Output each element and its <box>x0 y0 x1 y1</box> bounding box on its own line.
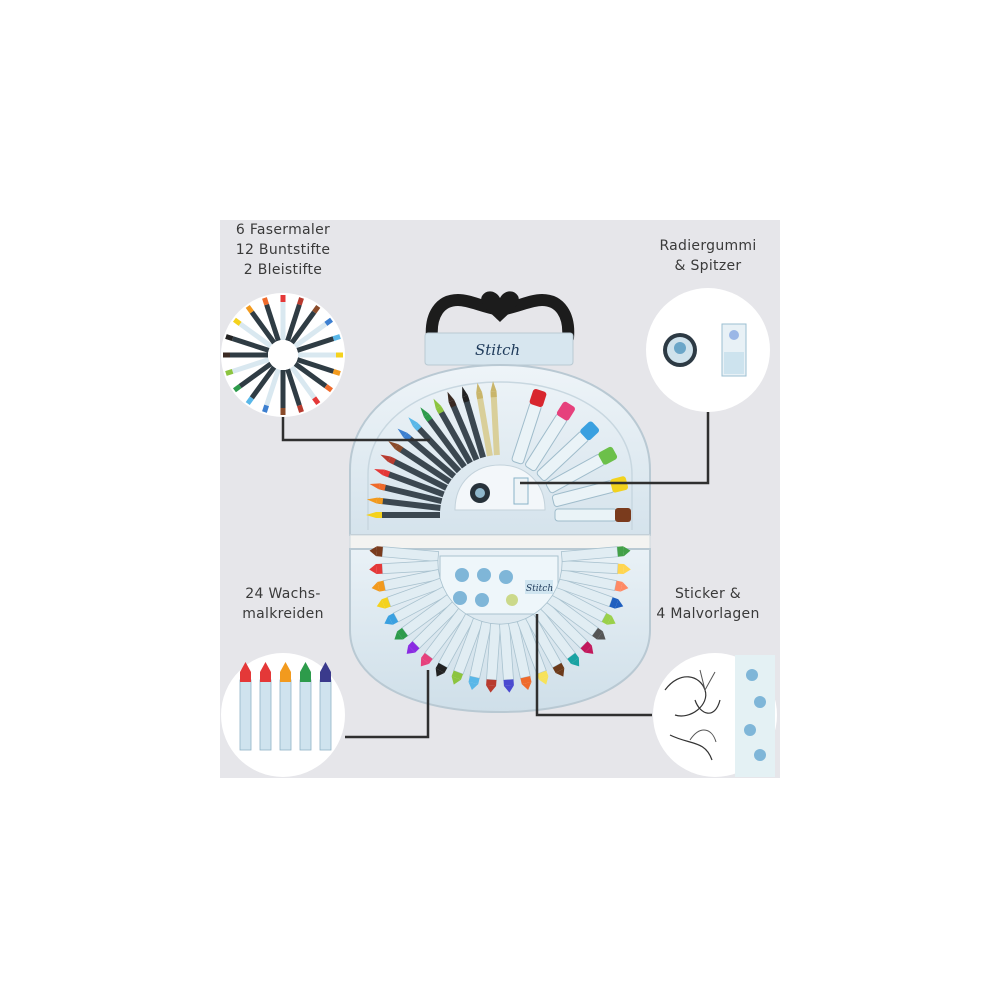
crayon-mini <box>299 679 312 751</box>
crayons-label-line: 24 Wachs- <box>245 586 321 602</box>
pen-mini <box>225 357 270 376</box>
pen-mini <box>298 352 343 358</box>
brand-label: Stitch <box>475 341 520 359</box>
wax-crayon <box>499 623 514 693</box>
pencils-fan <box>366 381 500 518</box>
pens-label-line: 2 Bleistifte <box>243 262 323 278</box>
sticker-sheet: Stitch <box>439 555 559 615</box>
pen-mini <box>245 304 277 345</box>
felt-marker <box>525 401 575 472</box>
crayons-row <box>369 546 631 693</box>
pen-mini <box>280 370 286 415</box>
connector-crayons <box>345 670 430 739</box>
upper-tray <box>367 381 633 530</box>
colored-pencil <box>369 483 443 505</box>
pencil-graphite <box>490 381 500 456</box>
pen-mini <box>232 361 273 393</box>
wax-crayon <box>559 569 629 592</box>
wax-crayon <box>532 607 580 667</box>
pen-mini <box>289 365 321 406</box>
eraser-icon <box>513 477 529 505</box>
wax-crayon <box>394 594 454 640</box>
pen-mini <box>285 368 304 413</box>
crayon-mini <box>279 679 292 751</box>
pen-mini <box>293 361 334 393</box>
wax-crayon <box>540 601 594 654</box>
stickers-label: Sticker & 4 Malvorlagen <box>633 584 783 624</box>
colored-pencil <box>420 407 467 469</box>
pen-mini <box>296 357 341 376</box>
wax-crayon <box>406 601 460 654</box>
pens-detail-circle <box>221 293 345 417</box>
heart-icon <box>481 291 519 322</box>
pen-mini <box>262 368 281 413</box>
pens-label: 6 Fasermaler 12 Buntstifte 2 Bleistifte <box>208 220 358 280</box>
eraser-detail-circle <box>646 288 770 412</box>
wax-crayon <box>551 586 616 625</box>
wax-crayon <box>546 594 606 640</box>
colored-pencil <box>462 386 486 459</box>
wax-crayon <box>384 586 449 625</box>
crayons-detail-circle <box>221 653 345 777</box>
felt-marker <box>511 389 547 465</box>
colored-pencil <box>374 469 445 498</box>
crayon-mini <box>319 679 332 751</box>
eraser-label: Radiergummi & Spitzer <box>633 236 783 276</box>
crayons-label: 24 Wachs- malkreiden <box>208 584 358 624</box>
sticker-brand-label: Stitch <box>526 584 553 594</box>
pen-mini <box>289 304 321 345</box>
markers-fan <box>511 389 631 522</box>
connector-eraser <box>520 412 710 485</box>
pen-mini <box>280 295 286 340</box>
wax-crayon <box>420 607 468 667</box>
pen-mini <box>245 365 277 406</box>
wax-crayon <box>525 613 565 677</box>
wax-crayon <box>371 569 441 592</box>
wax-crayon <box>369 546 440 563</box>
wax-crayon <box>486 623 501 693</box>
felt-marker <box>554 508 631 522</box>
wax-crayon <box>451 617 484 685</box>
colored-pencil <box>366 512 440 518</box>
wax-crayon <box>435 613 475 677</box>
colored-pencil <box>388 441 452 485</box>
colored-pencil <box>433 398 473 465</box>
eraser-label-line: Radiergummi <box>659 238 757 254</box>
colored-pencil <box>380 454 448 491</box>
felt-marker <box>551 476 628 507</box>
pen-mini <box>223 352 268 358</box>
colored-pencil <box>366 497 441 511</box>
wax-crayon <box>369 560 439 575</box>
pen-mini <box>232 317 273 349</box>
colored-pencil <box>447 391 480 461</box>
wax-crayon <box>561 560 631 575</box>
eraser-label-line: & Spitzer <box>674 258 742 274</box>
pens-label-line: 12 Buntstifte <box>235 242 331 258</box>
wax-crayon <box>556 577 624 609</box>
crayon-mini <box>259 679 272 751</box>
crayons-label-line: malkreiden <box>242 606 324 622</box>
stickers-label-line: 4 Malvorlagen <box>656 606 760 622</box>
pen-mini <box>285 297 304 342</box>
wax-crayon <box>468 621 493 690</box>
connector-stickers <box>535 614 652 717</box>
pen-mini <box>296 334 341 353</box>
wax-crayon <box>507 621 532 690</box>
stickers-detail-circle <box>653 653 777 777</box>
pens-label-line: 6 Fasermaler <box>235 222 331 238</box>
pen-mini <box>293 317 334 349</box>
wax-crayon <box>560 546 631 563</box>
wax-crayon <box>376 577 444 609</box>
pen-mini <box>262 297 281 342</box>
stickers-label-line: Sticker & <box>674 586 741 602</box>
pencil-graphite <box>476 382 493 457</box>
felt-marker <box>536 421 600 481</box>
colored-pencil <box>408 417 462 474</box>
crayon-mini <box>239 679 252 751</box>
pen-mini <box>225 334 270 353</box>
